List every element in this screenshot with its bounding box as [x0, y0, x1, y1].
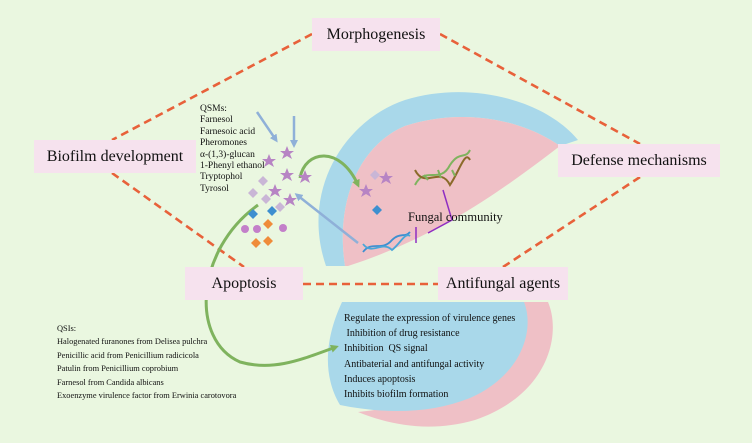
inhibition-link [415, 189, 453, 243]
dot-icons [241, 224, 287, 233]
qsis-item: Farnesol from Candida albicans [57, 377, 164, 387]
star-icon [298, 170, 312, 183]
node-morphogenesis: Morphogenesis [312, 18, 440, 51]
diamond-icon [275, 202, 285, 212]
dna-helix-small-icon [362, 231, 411, 253]
node-antifungal-agents: Antifungal agents [438, 267, 568, 300]
connector-biofilm-apoptosis [111, 171, 245, 269]
star-icon [280, 168, 294, 181]
diamond-icon [370, 170, 380, 180]
green-arrow-bottom [204, 203, 339, 367]
dot-icon [279, 224, 287, 232]
star-icon [268, 184, 282, 197]
diamond-icons [248, 170, 382, 248]
effect-item: Regulate the expression of virulence gen… [344, 313, 516, 324]
qsms-item: Farnesol [200, 115, 233, 126]
blue-arrow-back [294, 193, 359, 244]
dashed-connectors [111, 32, 641, 286]
qsis-list: QSIs: Halogenated furanones from Delisea… [57, 322, 236, 402]
qsms-item: Tryptophol [200, 172, 243, 183]
qsis-item: Penicillic acid from Penicillium radicic… [57, 350, 199, 360]
effects-list: Regulate the expression of virulence gen… [344, 311, 515, 402]
green-arrow-top [298, 154, 360, 188]
effect-item: Inhibition QS signal [344, 343, 428, 355]
diamond-icon [248, 188, 258, 198]
effects-blue-body [327, 302, 528, 412]
effect-item: Inhibition of drug resistance [344, 328, 460, 340]
effects-fan [327, 302, 553, 427]
effects-pink-band [342, 302, 553, 427]
connector-defense-antifungal [502, 175, 641, 269]
star-icon [283, 193, 297, 206]
node-defense-mechanisms: Defense mechanisms [558, 144, 720, 177]
fungal-community-fan [318, 92, 578, 267]
diamond-icon [248, 209, 258, 219]
node-biofilm-development: Biofilm development [34, 140, 196, 173]
blue-arrow-left [255, 111, 278, 143]
qsms-heading: QSMs: [200, 104, 227, 114]
dna-helix-icon [414, 149, 471, 187]
star-icon [379, 171, 393, 184]
qsms-item: 1-Phenyl ethanol [200, 161, 265, 172]
qsms-list: QSMs: Farnesol Farnesoic acid Pheromones… [200, 104, 265, 195]
qsms-item: Tyrosol [200, 183, 229, 194]
qsis-item: Exoenzyme virulence factor from Erwinia … [57, 391, 237, 401]
dot-icon [253, 225, 261, 233]
diamond-icon [267, 206, 277, 216]
effect-item: Inhibits biofilm formation [344, 389, 449, 401]
node-apoptosis: Apoptosis [185, 267, 303, 300]
fungal-community-label: Fungal community [408, 210, 503, 224]
star-icon [359, 184, 373, 197]
diamond-icon [263, 219, 273, 229]
diamond-icon [263, 236, 273, 246]
qsms-item: Farnesoic acid [200, 126, 256, 137]
fan-pink-body [342, 116, 560, 267]
fan-blue-band [318, 92, 578, 266]
star-icon [280, 146, 294, 159]
diamond-icon [261, 194, 271, 204]
effect-item: Induces apoptosis [344, 373, 416, 385]
qsms-item: α-(1,3)-glucan [200, 149, 255, 160]
star-icons [262, 146, 393, 206]
diamond-icon [372, 205, 382, 215]
diamond-icon [258, 176, 268, 186]
qsis-heading: QSIs: [57, 324, 77, 333]
signal-arrows [204, 111, 360, 367]
qsis-item: Halogenated furanones from Delisea pulch… [57, 337, 208, 347]
qsms-item: Pheromones [200, 138, 247, 149]
connector-morph-biofilm [111, 32, 313, 142]
effect-item: Antibaterial and antifungal activity [344, 358, 485, 370]
dot-icon [241, 225, 249, 233]
diamond-icon [251, 238, 261, 248]
star-icon [262, 154, 276, 167]
qsis-item: Patulin from Penicillium coprobium [57, 364, 179, 374]
